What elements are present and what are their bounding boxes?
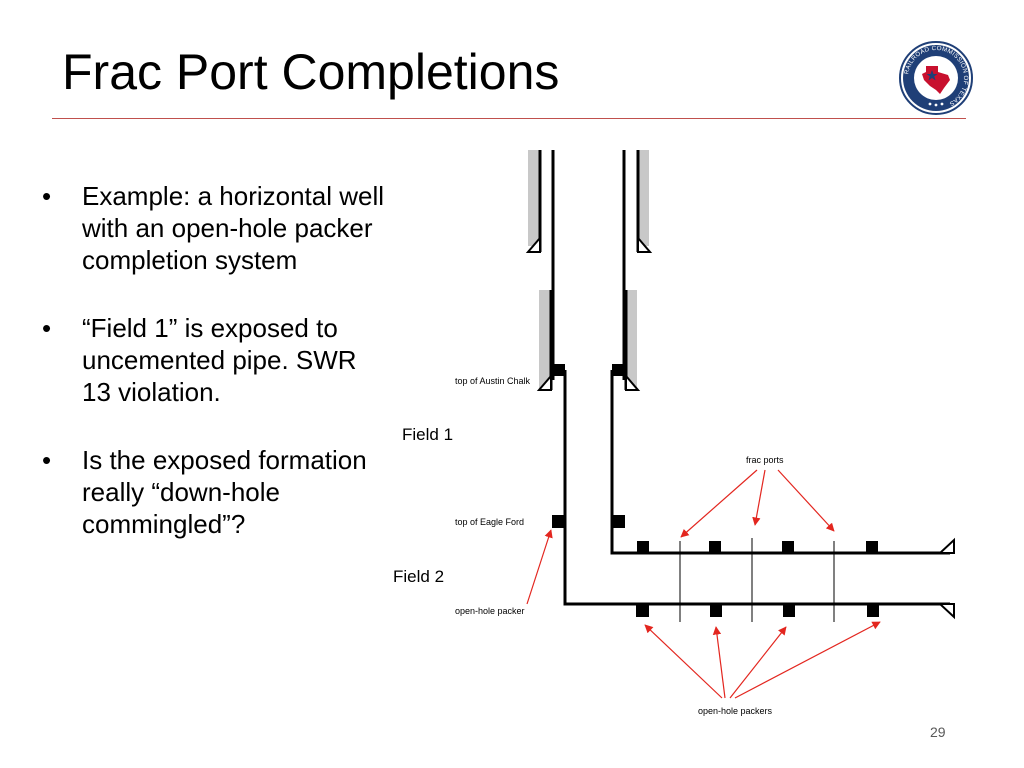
label-frac-ports: frac ports bbox=[746, 455, 784, 465]
pipe-toe-shoes bbox=[937, 537, 955, 620]
label-field-1: Field 1 bbox=[402, 425, 453, 444]
bullet-item: Example: a horizontal well with an open-… bbox=[42, 180, 387, 276]
label-open-hole-packers: open-hole packers bbox=[698, 706, 773, 716]
label-open-hole-packer: open-hole packer bbox=[455, 606, 525, 616]
bullet-list: Example: a horizontal well with an open-… bbox=[42, 180, 387, 576]
title-divider bbox=[52, 118, 966, 119]
packer-blocks bbox=[552, 364, 625, 528]
bullet-item: “Field 1” is exposed to uncemented pipe.… bbox=[42, 312, 387, 408]
label-top-austin-chalk: top of Austin Chalk bbox=[455, 376, 531, 386]
bullet-item: Is the exposed formation really “down-ho… bbox=[42, 444, 387, 540]
page-number: 29 bbox=[930, 724, 946, 740]
casing-strings bbox=[525, 150, 653, 391]
label-field-2: Field 2 bbox=[393, 567, 444, 586]
cement-sheaths bbox=[528, 150, 649, 388]
frac-port-blocks bbox=[636, 541, 879, 617]
production-pipe bbox=[551, 150, 950, 606]
well-completion-diagram: top of Austin Chalk Field 1 frac ports t… bbox=[393, 150, 955, 716]
label-top-eagle-ford: top of Eagle Ford bbox=[455, 517, 524, 527]
stage-divider-lines bbox=[679, 538, 835, 622]
annotation-arrows bbox=[526, 469, 881, 699]
slide-title: Frac Port Completions bbox=[62, 44, 560, 100]
railroad-commission-seal-icon: RAILROAD COMMISSION OF TEXAS bbox=[899, 41, 973, 115]
